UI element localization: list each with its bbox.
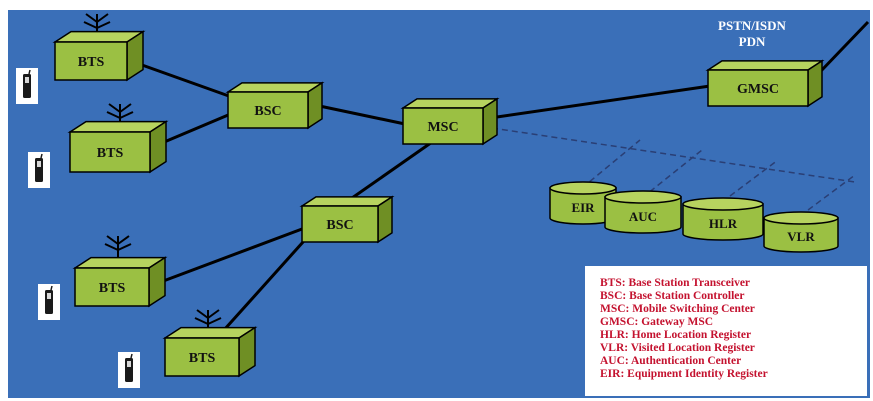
auc-database: AUC	[604, 190, 682, 234]
phone-antenna	[40, 153, 43, 159]
bts-node: BTS	[52, 30, 146, 82]
box-face	[402, 107, 484, 145]
node-label: BTS	[99, 281, 126, 296]
eir-database: EIR	[549, 181, 617, 225]
box-face	[707, 69, 809, 107]
legend-item-auc: AUC: Authentication Center	[600, 355, 741, 367]
cylinder-top	[549, 181, 617, 195]
cylinder-top	[604, 190, 682, 204]
legend-box	[585, 266, 867, 396]
bts-node: BTS	[162, 326, 258, 378]
box-top	[299, 196, 395, 207]
link-msc-gmsc	[489, 84, 711, 120]
database-links	[491, 127, 856, 217]
box-top	[400, 98, 500, 109]
legend-item-msc: MSC: Mobile Switching Center	[600, 303, 755, 315]
phone-antenna	[50, 285, 53, 291]
mobile-phone-icon	[118, 352, 140, 388]
hlr-database: HLR	[682, 197, 764, 241]
database-label: AUC	[629, 209, 657, 224]
link-bsc1-msc	[309, 102, 406, 126]
cylinder-body	[604, 196, 682, 234]
box-face	[69, 131, 151, 173]
dash-hlr	[721, 159, 779, 203]
node-label: MSC	[427, 120, 458, 135]
databases: EIR AUC HLR VLR	[549, 181, 839, 253]
box-face	[301, 205, 379, 243]
cylinder-body	[763, 217, 839, 253]
dash-auc	[641, 149, 703, 199]
phone-antenna	[28, 69, 31, 75]
phone-screen	[127, 361, 131, 367]
network-nodes: BTS BTS BSC MSC BSC BTS BTS GMSC	[52, 30, 825, 378]
antenna-icon	[104, 235, 132, 264]
legend: BTS: Base Station Transceiver BSC: Base …	[585, 266, 867, 396]
external-network-label-line1: PSTN/ISDN	[718, 18, 787, 33]
mobile-phones	[16, 68, 140, 388]
database-label: EIR	[571, 200, 595, 215]
phone-antenna	[130, 353, 133, 359]
legend-item-vlr: VLR: Visited Location Register	[600, 342, 755, 354]
box-face	[54, 41, 128, 81]
connection-lines	[127, 20, 870, 342]
dash-msc-top	[491, 127, 856, 183]
external-network-label-line2: PDN	[739, 34, 766, 49]
node-label: BTS	[97, 146, 124, 161]
legend-item-hlr: HLR: Home Location Register	[600, 329, 751, 341]
phone-screen	[25, 77, 29, 83]
gmsc-node: GMSC	[705, 59, 825, 108]
cylinder-top	[763, 211, 839, 225]
box-face	[227, 91, 309, 129]
database-label: VLR	[787, 229, 815, 244]
legend-item-bsc: BSC: Base Station Controller	[600, 290, 745, 302]
link-bts4-bsc2	[213, 230, 314, 342]
link-bts3-bsc2	[149, 224, 311, 288]
database-label: HLR	[709, 216, 738, 231]
bts-node: BTS	[72, 256, 168, 308]
link-gmsc-external	[818, 20, 870, 74]
node-label: BTS	[189, 351, 216, 366]
link-bts1-bsc1	[127, 58, 241, 102]
node-label: BSC	[254, 104, 281, 119]
box-top	[225, 82, 325, 93]
box-top	[705, 60, 825, 71]
bts-node: BTS	[67, 120, 169, 174]
dash-eir	[581, 139, 641, 189]
msc-node: MSC	[400, 97, 500, 146]
mobile-phone-icon	[16, 68, 38, 104]
vlr-database: VLR	[763, 211, 839, 253]
legend-item-eir: EIR: Equipment Identity Register	[600, 368, 768, 380]
bsc-node: BSC	[299, 195, 395, 244]
link-bsc2-msc	[351, 138, 436, 200]
legend-item-gmsc: GMSC: Gateway MSC	[600, 316, 713, 328]
node-label: BSC	[326, 218, 353, 233]
node-label: BTS	[78, 55, 105, 70]
phone-screen	[37, 161, 41, 167]
cylinder-body	[682, 203, 764, 241]
box-face	[164, 337, 240, 377]
box-face	[74, 267, 150, 307]
dash-vlr	[799, 174, 856, 217]
phone-screen	[47, 293, 51, 299]
cylinder-top	[682, 197, 764, 211]
mobile-phone-icon	[28, 152, 50, 188]
bsc-node: BSC	[225, 81, 325, 130]
mobile-phone-icon	[38, 284, 60, 320]
legend-item-bts: BTS: Base Station Transceiver	[600, 277, 750, 289]
node-label: GMSC	[737, 82, 779, 97]
